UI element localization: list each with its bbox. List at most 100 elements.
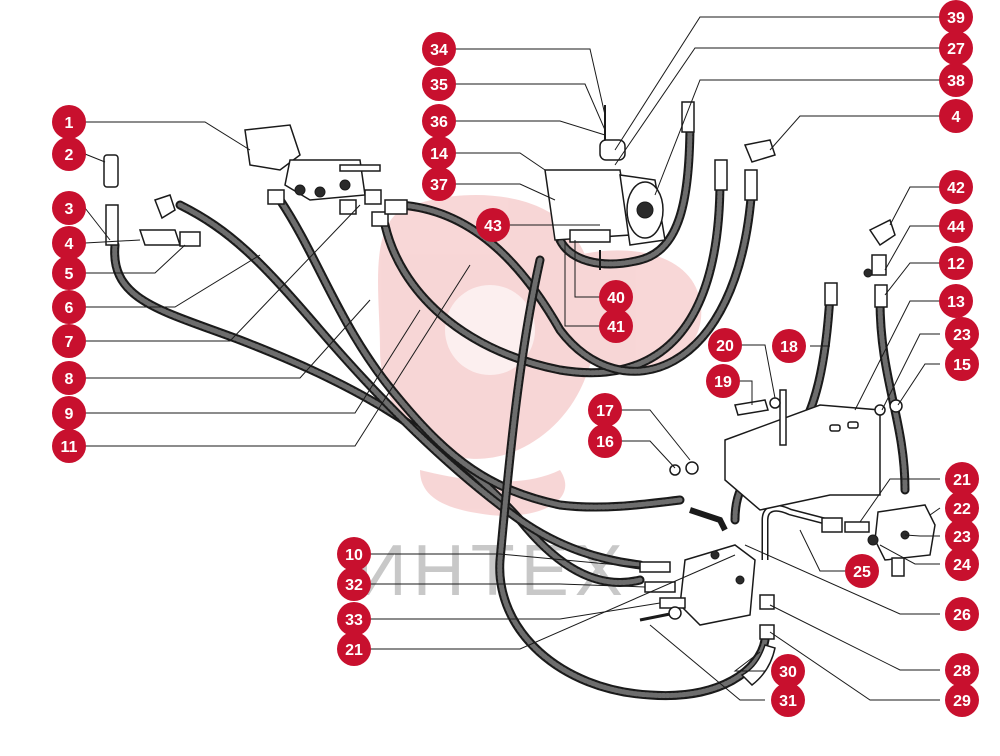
svg-text:19: 19 [714,374,732,391]
callout-21-left[interactable]: 21 [337,632,371,666]
svg-text:3: 3 [65,201,74,218]
callout-38[interactable]: 38 [939,63,973,97]
control-valve [244,124,381,201]
callout-1[interactable]: 1 [52,105,86,139]
svg-text:24: 24 [953,557,971,574]
leader-lines [84,16,941,701]
svg-text:29: 29 [953,693,971,710]
callout-34[interactable]: 34 [422,32,456,66]
svg-text:39: 39 [947,10,965,27]
svg-text:36: 36 [430,114,448,131]
fitting-3 [105,204,119,246]
callout-43[interactable]: 43 [476,208,510,242]
callout-29[interactable]: 29 [945,683,979,717]
svg-text:4: 4 [952,109,961,126]
svg-text:5: 5 [65,266,74,283]
callout-16[interactable]: 16 [588,424,622,458]
svg-text:16: 16 [596,434,614,451]
callout-40[interactable]: 40 [599,280,633,314]
callout-13[interactable]: 13 [939,284,973,318]
callout-19[interactable]: 19 [706,364,740,398]
callout-5[interactable]: 5 [52,256,86,290]
callout-39[interactable]: 39 [939,0,973,34]
callout-14[interactable]: 14 [422,136,456,170]
svg-text:10: 10 [345,547,363,564]
svg-text:21: 21 [953,472,971,489]
hose-group [110,115,910,701]
svg-text:7: 7 [65,334,74,351]
callout-32[interactable]: 32 [337,567,371,601]
callout-42[interactable]: 42 [939,170,973,204]
callout-31[interactable]: 31 [771,683,805,717]
callout-35[interactable]: 35 [422,67,456,101]
svg-text:13: 13 [947,294,965,311]
callout-20[interactable]: 20 [708,328,742,362]
callout-7[interactable]: 7 [52,324,86,358]
svg-text:43: 43 [484,218,502,235]
callout-41[interactable]: 41 [599,309,633,343]
callout-4[interactable]: 4 [52,226,86,260]
callout-18[interactable]: 18 [772,329,806,363]
svg-text:6: 6 [65,300,74,317]
svg-text:26: 26 [953,607,971,624]
svg-text:20: 20 [716,338,734,355]
callout-11[interactable]: 11 [52,429,86,463]
svg-text:22: 22 [953,501,971,518]
svg-text:32: 32 [345,577,363,594]
bracket-13 [724,389,881,511]
watermark-text: ИНТЕХ [355,531,629,611]
svg-text:38: 38 [947,73,965,90]
svg-text:37: 37 [430,177,448,194]
callout-15[interactable]: 15 [945,347,979,381]
callout-23-top[interactable]: 23 [945,317,979,351]
callout-17[interactable]: 17 [588,393,622,427]
svg-text:11: 11 [61,439,78,456]
callouts: 1 2 3 4 5 6 7 8 9 11 34 35 36 14 37 43 4… [52,0,979,717]
svg-text:35: 35 [430,77,448,94]
callout-9[interactable]: 9 [52,396,86,430]
svg-text:2: 2 [65,147,74,164]
callout-12[interactable]: 12 [939,246,973,280]
fitting-2 [103,154,119,188]
svg-text:44: 44 [947,219,965,236]
callout-10[interactable]: 10 [337,537,371,571]
callout-21-right[interactable]: 21 [945,462,979,496]
callout-23-bottom[interactable]: 23 [945,519,979,553]
svg-text:34: 34 [430,42,448,59]
svg-text:15: 15 [953,357,971,374]
fitting-4-tee [138,229,182,246]
hydraulic-pump [544,105,666,270]
callout-8[interactable]: 8 [52,361,86,395]
callout-24[interactable]: 24 [945,547,979,581]
callout-4-right[interactable]: 4 [939,99,973,133]
svg-text:31: 31 [779,693,797,710]
svg-text:27: 27 [947,41,965,58]
callout-37[interactable]: 37 [422,167,456,201]
callout-44[interactable]: 44 [939,209,973,243]
callout-22[interactable]: 22 [945,491,979,525]
hose-3 [110,240,645,587]
svg-text:30: 30 [779,664,797,681]
callout-3[interactable]: 3 [52,191,86,225]
svg-text:17: 17 [596,403,614,420]
svg-text:8: 8 [65,371,74,388]
callout-33[interactable]: 33 [337,602,371,636]
svg-text:18: 18 [780,339,798,356]
svg-text:4: 4 [65,236,74,253]
svg-text:25: 25 [853,564,871,581]
callout-28[interactable]: 28 [945,653,979,687]
svg-text:21: 21 [345,642,363,659]
callout-6[interactable]: 6 [52,290,86,324]
callout-27[interactable]: 27 [939,31,973,65]
callout-30[interactable]: 30 [771,654,805,688]
pipe-25 [761,504,841,560]
callout-25[interactable]: 25 [845,554,879,588]
callout-36[interactable]: 36 [422,104,456,138]
callout-26[interactable]: 26 [945,597,979,631]
svg-text:12: 12 [947,256,965,273]
fitting-elbow-6 [154,194,176,220]
callout-2[interactable]: 2 [52,137,86,171]
hose-7 [275,195,685,512]
hose-11 [395,180,757,376]
